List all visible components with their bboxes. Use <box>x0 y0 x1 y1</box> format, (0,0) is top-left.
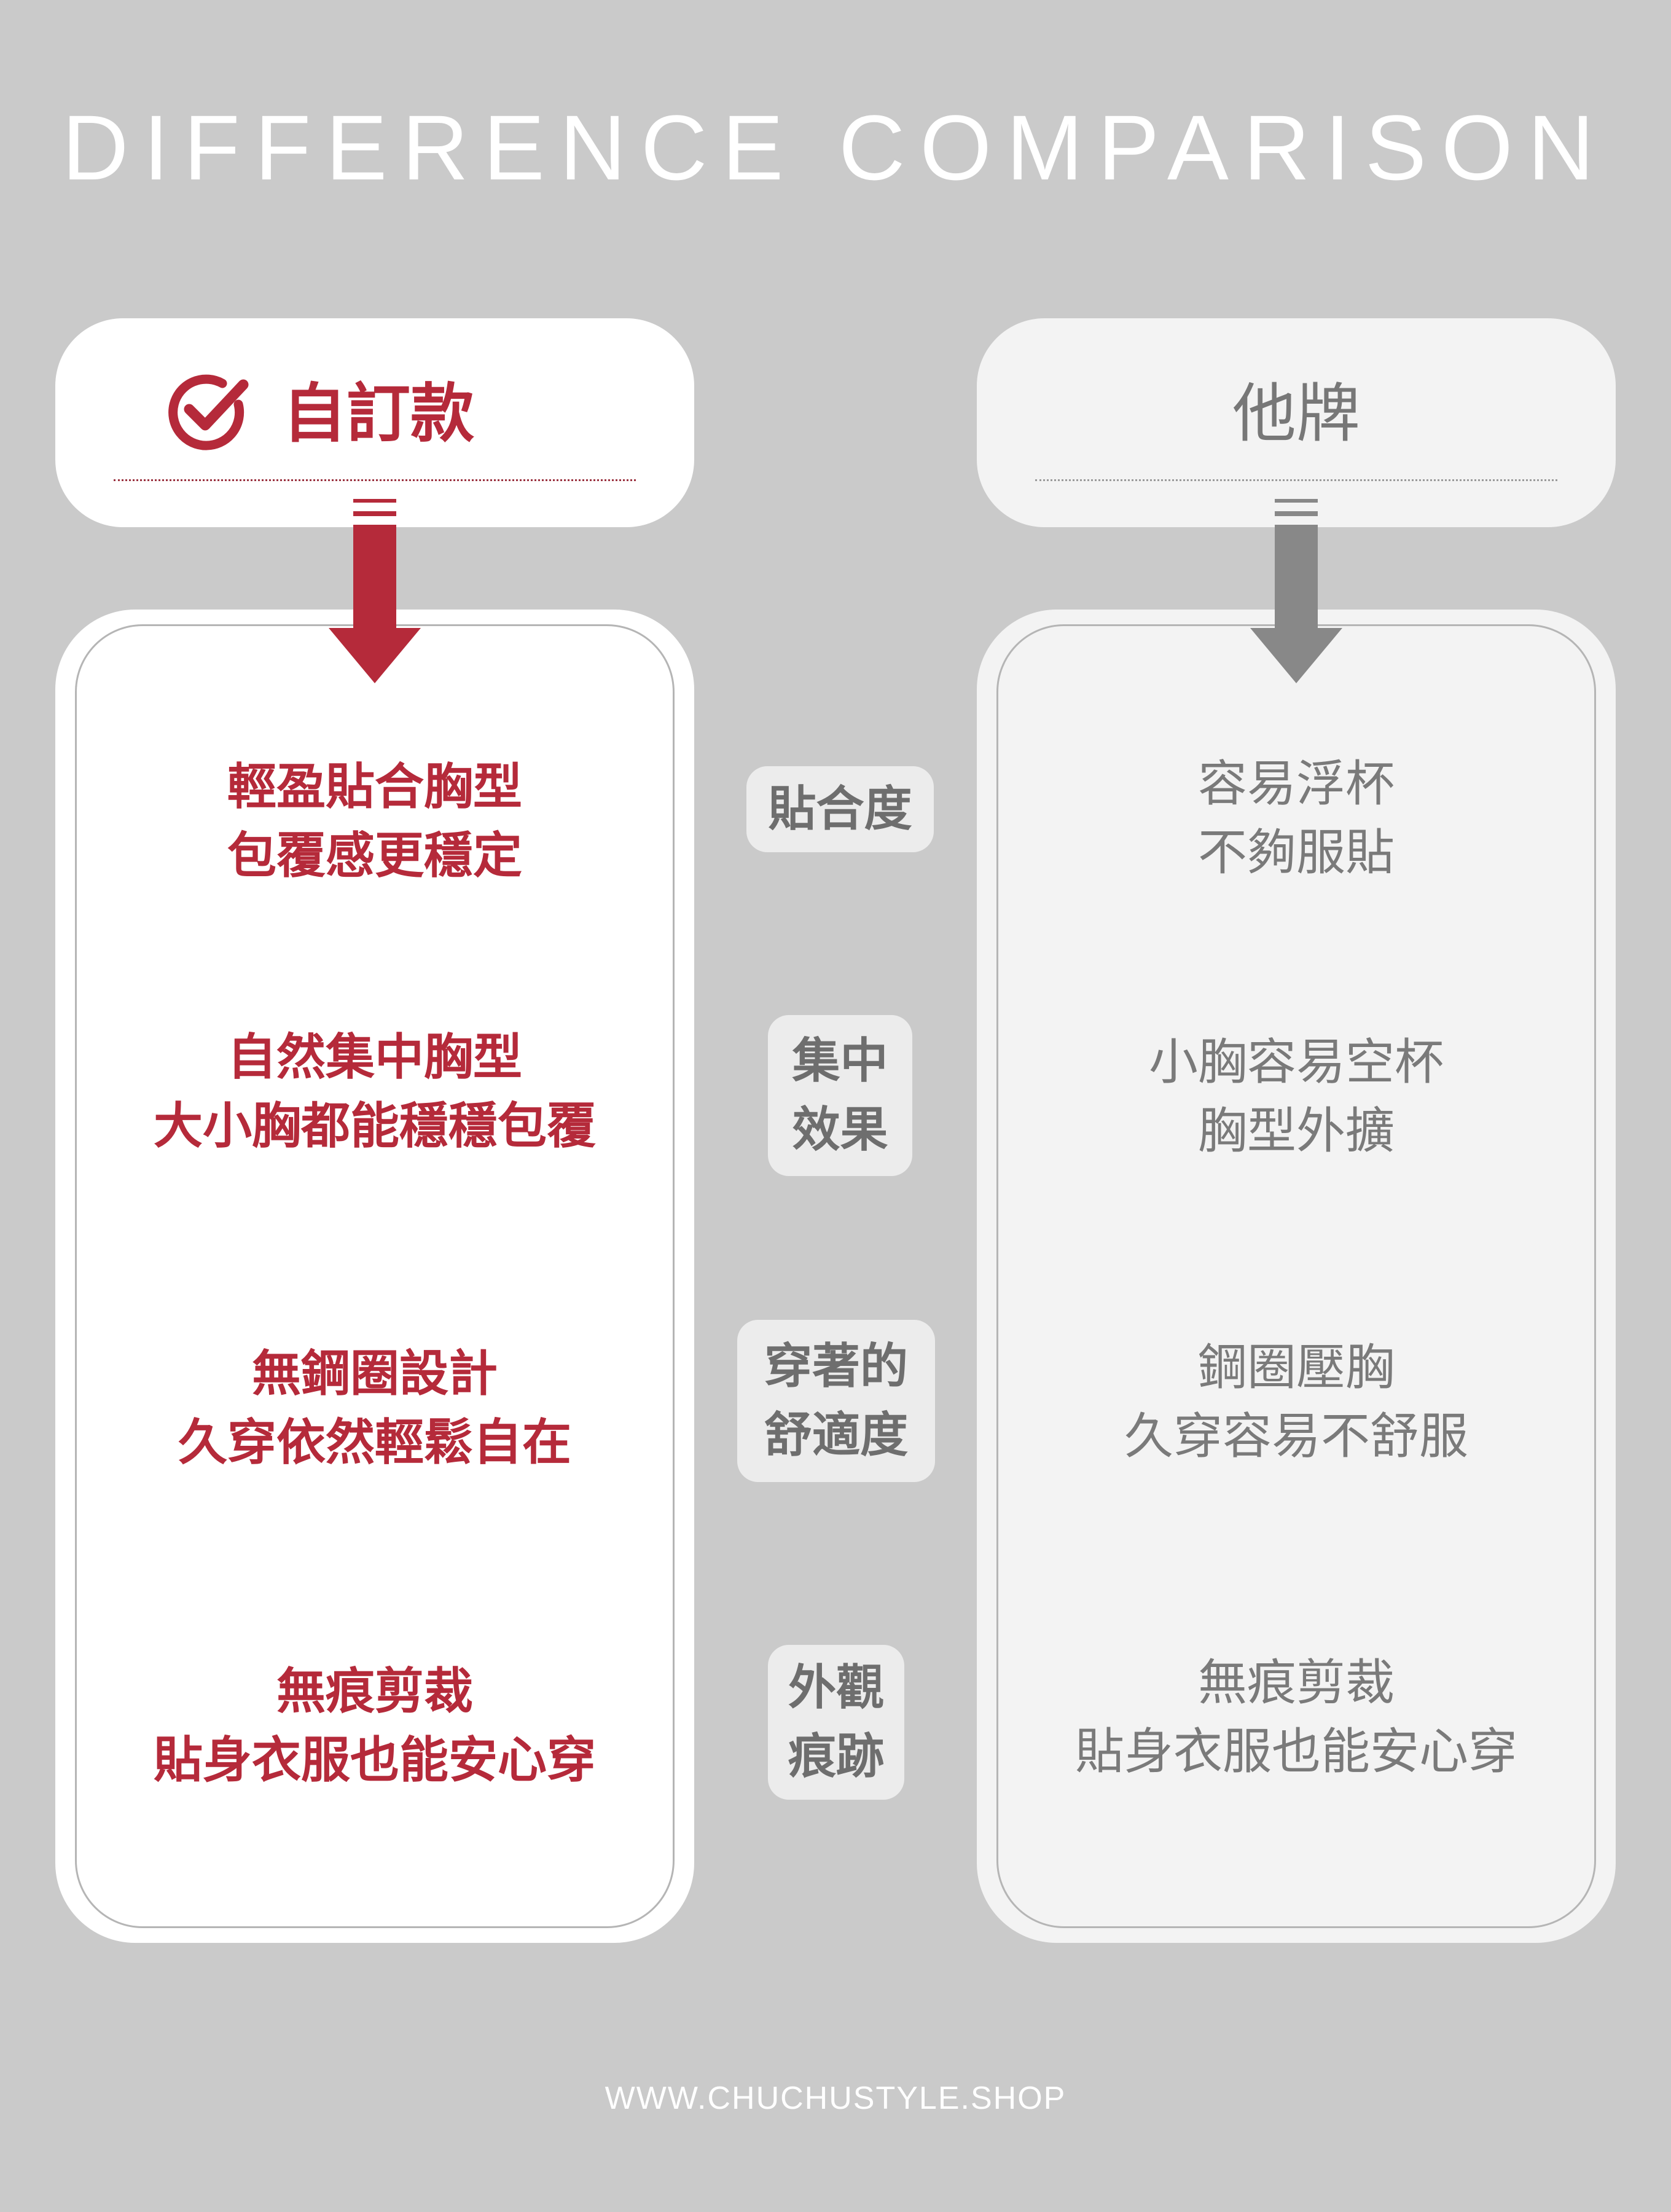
other-brand-header: 他牌 <box>977 318 1616 527</box>
arrow-down-icon <box>1250 499 1342 683</box>
website-url: WWW.CHUCHUSTYLE.SHOP <box>605 2081 1066 2116</box>
own-brand-row-fit: 輕盈貼合胸型 包覆感更穩定 <box>55 753 694 890</box>
row-text: 久穿容易不舒服 <box>1124 1408 1468 1465</box>
own-brand-row-appearance: 無痕剪裁 貼身衣服也能安心穿 <box>55 1657 694 1795</box>
page-title: DIFFERENCE COMPARISON <box>61 96 1609 199</box>
label-text: 貼合度 <box>768 782 912 837</box>
header-divider <box>114 479 636 481</box>
own-brand-row-lift: 自然集中胸型 大小胸都能穩穩包覆 <box>55 1023 694 1161</box>
other-brand-row-lift: 小胸容易空杯 胸型外擴 <box>977 1028 1616 1166</box>
row-text: 大小胸都能穩穩包覆 <box>154 1097 596 1155</box>
other-brand-title: 他牌 <box>1232 376 1360 451</box>
row-text: 小胸容易空杯 <box>1149 1033 1444 1091</box>
other-brand-card <box>977 610 1616 1943</box>
own-brand-card <box>55 610 694 1943</box>
row-text: 輕盈貼合胸型 <box>227 758 522 815</box>
row-text: 不夠服貼 <box>1198 824 1395 881</box>
own-brand-row-comfort: 無鋼圈設計 久穿依然輕鬆自在 <box>55 1339 694 1477</box>
criterion-label-fit: 貼合度 <box>746 766 934 852</box>
label-text: 穿著的 <box>764 1339 908 1394</box>
header-divider <box>1035 479 1557 481</box>
criterion-label-lift: 集中 效果 <box>768 1015 912 1176</box>
label-text: 集中 <box>792 1033 888 1089</box>
row-text: 包覆感更穩定 <box>227 827 522 884</box>
label-text: 外觀 <box>788 1660 884 1716</box>
arrow-down-icon <box>329 499 421 683</box>
criterion-label-comfort: 穿著的 舒適度 <box>737 1320 935 1482</box>
row-text: 無鋼圈設計 <box>252 1345 498 1402</box>
row-text: 久穿依然輕鬆自在 <box>178 1414 571 1471</box>
check-circle-icon <box>168 374 249 450</box>
row-text: 無痕剪裁 <box>276 1663 473 1720</box>
row-text: 貼身衣服也能安心穿 <box>154 1732 596 1789</box>
other-brand-row-appearance: 無痕剪裁 貼身衣服也能安心穿 <box>977 1649 1616 1786</box>
label-text: 舒適度 <box>764 1408 908 1463</box>
other-brand-row-comfort: 鋼圈壓胸 久穿容易不舒服 <box>977 1333 1616 1471</box>
row-text: 無痕剪裁 <box>1198 1654 1395 1711</box>
row-text: 鋼圈壓胸 <box>1198 1339 1395 1396</box>
row-text: 自然集中胸型 <box>227 1029 522 1086</box>
label-text: 痕跡 <box>788 1729 884 1784</box>
own-brand-header: 自訂款 <box>55 318 694 527</box>
own-brand-title: 自訂款 <box>283 376 475 451</box>
row-text: 容易浮杯 <box>1198 755 1395 812</box>
row-text: 貼身衣服也能安心穿 <box>1075 1723 1517 1780</box>
label-text: 效果 <box>792 1102 888 1158</box>
criterion-label-appearance: 外觀 痕跡 <box>768 1645 904 1800</box>
other-brand-row-fit: 容易浮杯 不夠服貼 <box>977 750 1616 887</box>
row-text: 胸型外擴 <box>1198 1102 1395 1159</box>
